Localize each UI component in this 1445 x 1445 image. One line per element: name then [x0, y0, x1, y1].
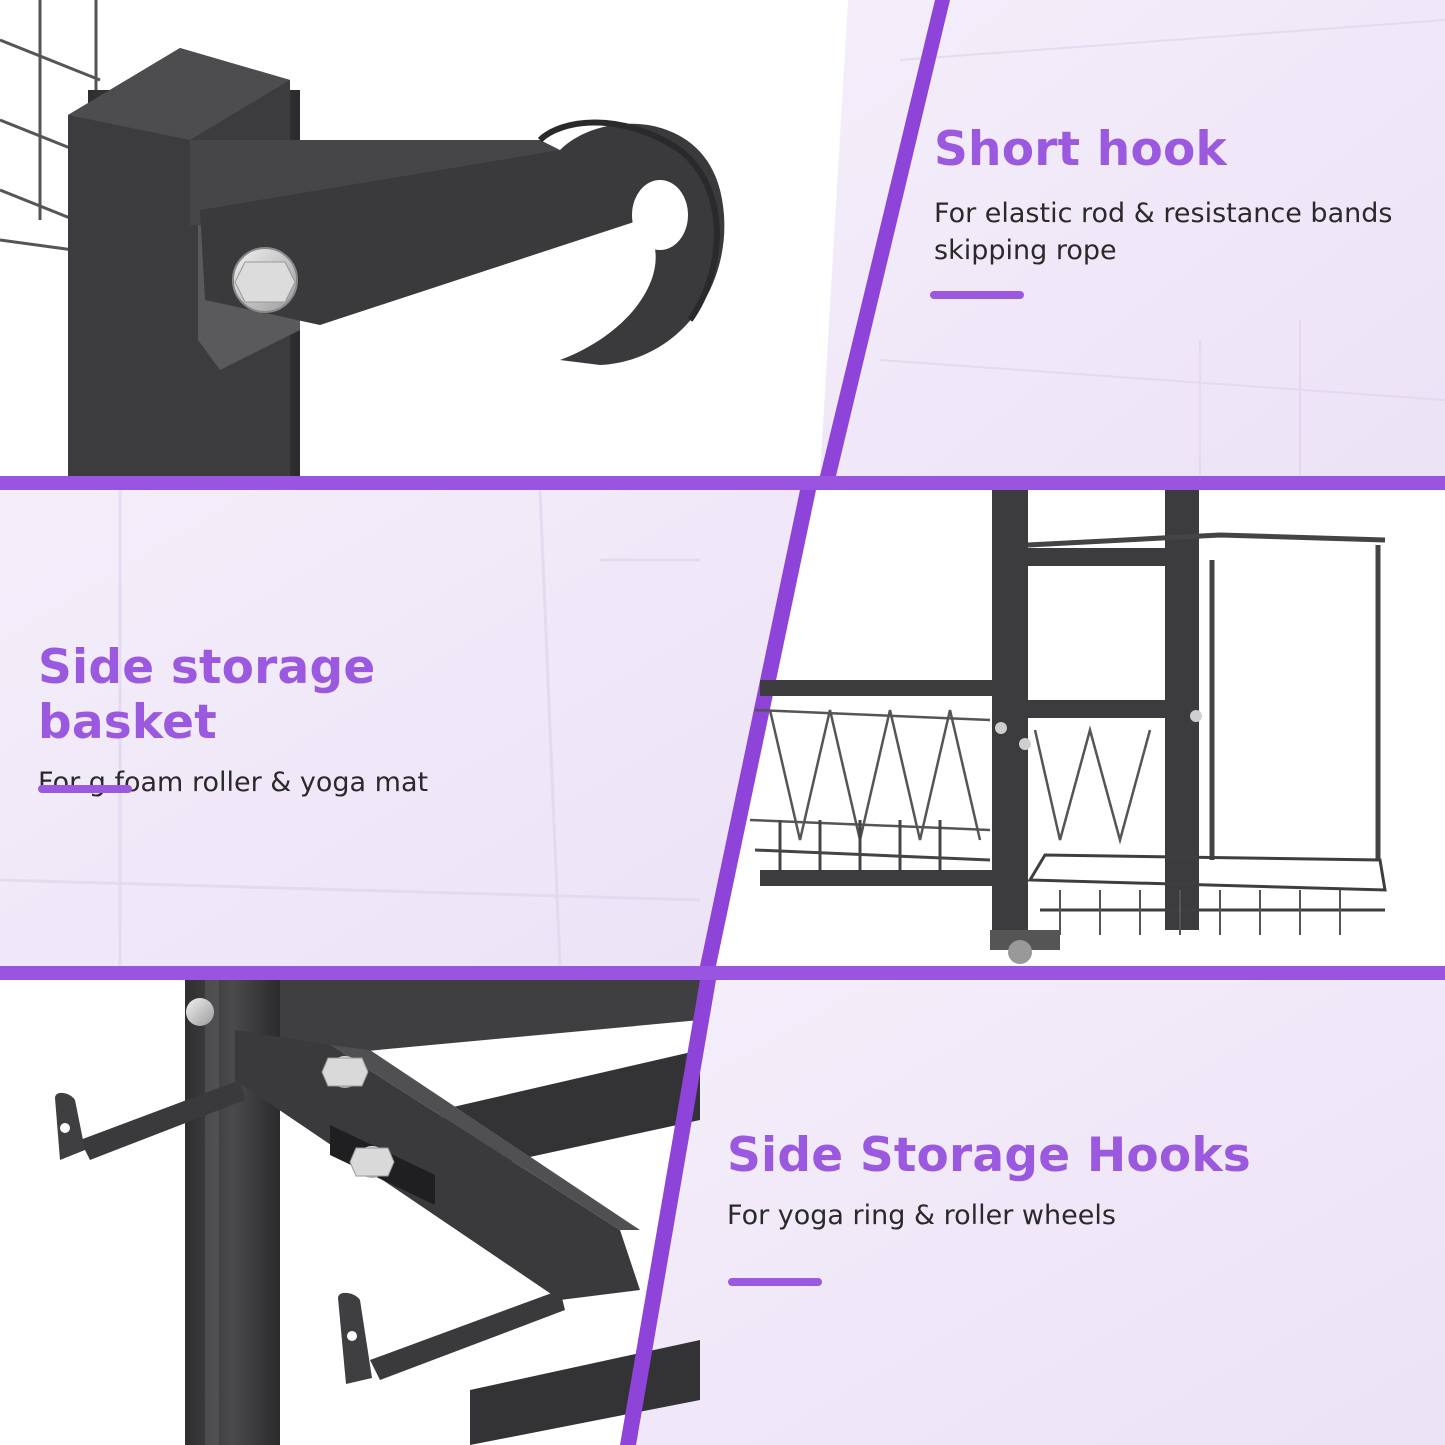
accent-underline: [728, 1278, 822, 1286]
feature-title: Short hook: [934, 122, 1227, 177]
accent-underline: [38, 785, 132, 793]
feature-title: Side storage basket: [38, 640, 376, 750]
caption-side-storage-basket: Side storage basket For g foam roller & …: [38, 640, 558, 801]
accent-underline: [930, 291, 1024, 299]
panel-short-hook-photo: [0, 0, 1445, 476]
feature-description-line: For yoga ring & roller wheels: [727, 1200, 1116, 1231]
panel-side-hooks-photo: [0, 980, 1445, 1445]
divider-band-2: [0, 966, 1445, 980]
feature-description-line: skipping rope: [934, 235, 1117, 266]
divider-band-1: [0, 476, 1445, 490]
panel-side-basket-photo: [0, 489, 1445, 967]
caption-short-hook: Short hook For elastic rod & resistance …: [934, 122, 1434, 269]
caption-side-storage-hooks: Side Storage Hooks For yoga ring & rolle…: [727, 1128, 1347, 1234]
feature-title: Side Storage Hooks: [727, 1128, 1251, 1183]
feature-description-line: For elastic rod & resistance bands: [934, 198, 1393, 229]
feature-description-line: For g foam roller & yoga mat: [38, 767, 429, 798]
